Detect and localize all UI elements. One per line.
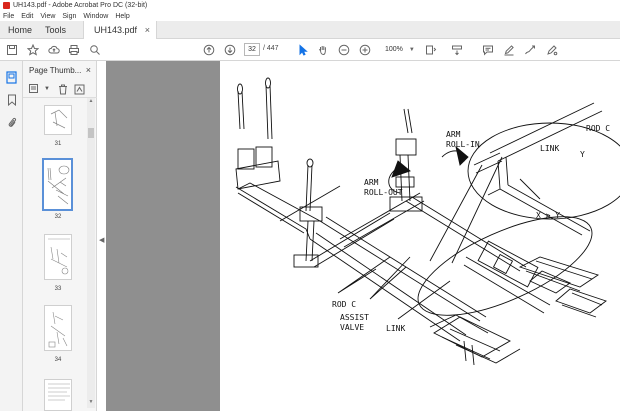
- page-thumbnails-panel: Page Thumb... × ▼ 31 32 33 34 ▲: [23, 61, 97, 411]
- page-total: / 447: [263, 45, 279, 52]
- menu-view[interactable]: View: [40, 12, 56, 20]
- scroll-down-icon[interactable]: ▼: [88, 399, 94, 405]
- bookmark-star-icon[interactable]: [26, 43, 40, 57]
- highlight-pen-icon[interactable]: [502, 43, 516, 57]
- label-rod-c-detail: ROD C: [586, 124, 610, 133]
- thumbnails-toolbar: ▼: [23, 80, 97, 98]
- delete-trash-icon[interactable]: [57, 83, 69, 95]
- bookmarks-icon[interactable]: [4, 92, 19, 107]
- thumbnail-page-31[interactable]: [44, 105, 72, 135]
- menu-help[interactable]: Help: [115, 12, 130, 20]
- window-title: UH143.pdf - Adobe Acrobat Pro DC (32-bit…: [13, 2, 148, 9]
- document-viewer[interactable]: ARM ROLL-IN ARM ROLL-OUT ROD C X Y LINK …: [106, 61, 620, 411]
- scroll-mode-icon[interactable]: [450, 43, 464, 57]
- thumbnail-label-31: 31: [54, 141, 62, 147]
- scroll-up-icon[interactable]: ▲: [88, 98, 94, 104]
- upload-cloud-icon[interactable]: [47, 43, 61, 57]
- zoom-select[interactable]: 100% ▼: [381, 43, 415, 56]
- attachments-paperclip-icon[interactable]: [4, 114, 19, 129]
- fill-sign-icon[interactable]: [545, 43, 559, 57]
- toolbar: 32 / 447 100% ▼: [0, 39, 620, 61]
- previous-page-icon[interactable]: [202, 43, 216, 57]
- label-x-greater-y: X > Y: [536, 211, 560, 220]
- draw-icon[interactable]: [523, 43, 537, 57]
- select-cursor-icon[interactable]: [296, 43, 310, 57]
- tab-document-label: UH143.pdf: [94, 25, 138, 35]
- thumbnail-label-33: 33: [54, 286, 62, 292]
- zoom-value: 100%: [385, 46, 403, 53]
- thumbnail-options-icon[interactable]: [29, 83, 41, 95]
- collapse-panel-icon[interactable]: ◀: [99, 237, 105, 244]
- thumbnail-page-32[interactable]: [42, 158, 73, 211]
- label-arm-roll-in-2: ROLL-IN: [446, 140, 480, 149]
- page-layout-icon[interactable]: [424, 43, 438, 57]
- acrobat-icon: [3, 2, 10, 9]
- thumbnails-header: Page Thumb... ×: [23, 61, 97, 80]
- zoom-in-icon[interactable]: [358, 43, 372, 57]
- thumbnail-page-35[interactable]: [44, 379, 72, 411]
- tab-document[interactable]: UH143.pdf ×: [83, 21, 157, 39]
- search-icon[interactable]: [88, 43, 102, 57]
- thumbnails-title: Page Thumb...: [29, 66, 82, 75]
- tab-tools[interactable]: Tools: [45, 25, 67, 35]
- thumbnail-label-34: 34: [54, 357, 62, 363]
- extract-pages-icon[interactable]: [73, 83, 85, 95]
- chevron-down-icon: ▼: [408, 46, 415, 53]
- scrollbar-thumb[interactable]: [88, 128, 94, 138]
- comment-icon[interactable]: [481, 43, 495, 57]
- page-thumbnails-icon[interactable]: [4, 70, 19, 85]
- label-y-detail: Y: [580, 150, 585, 159]
- menu-edit[interactable]: Edit: [21, 12, 34, 20]
- pdf-page: ARM ROLL-IN ARM ROLL-OUT ROD C X Y LINK …: [220, 61, 620, 411]
- label-assist-valve: ASSIST: [340, 313, 369, 322]
- save-icon[interactable]: [5, 43, 19, 57]
- page-number-input[interactable]: 32: [244, 43, 260, 56]
- menu-window[interactable]: Window: [83, 12, 109, 20]
- hand-tool-icon[interactable]: [316, 43, 330, 57]
- thumbnails-scrollbar[interactable]: ▲ ▼: [87, 98, 95, 408]
- thumbnail-label-32: 32: [54, 214, 62, 220]
- tab-bar: Home Tools UH143.pdf ×: [0, 21, 620, 39]
- label-arm-roll-in: ARM: [446, 130, 461, 139]
- label-arm-roll-out: ARM: [364, 178, 379, 187]
- menu-bar: File Edit View Sign Window Help: [0, 11, 620, 21]
- label-rod-c: ROD C: [332, 300, 356, 309]
- close-panel-icon[interactable]: ×: [85, 65, 91, 75]
- menu-file[interactable]: File: [3, 12, 15, 20]
- window-titlebar: UH143.pdf - Adobe Acrobat Pro DC (32-bit…: [0, 0, 620, 11]
- tab-home[interactable]: Home: [8, 25, 33, 35]
- label-link-detail: LINK: [540, 144, 559, 153]
- chevron-down-icon[interactable]: ▼: [44, 86, 50, 92]
- thumbnail-page-34[interactable]: [44, 305, 72, 351]
- left-navigation-rail: [0, 61, 23, 411]
- menu-sign[interactable]: Sign: [62, 12, 77, 20]
- label-link: LINK: [386, 324, 405, 333]
- label-assist-valve-2: VALVE: [340, 323, 364, 332]
- close-tab-icon[interactable]: ×: [144, 25, 150, 35]
- hydraulic-linkage-diagram: ARM ROLL-IN ARM ROLL-OUT ROD C X Y LINK …: [235, 77, 620, 366]
- next-page-icon[interactable]: [223, 43, 237, 57]
- zoom-out-icon[interactable]: [337, 43, 351, 57]
- print-icon[interactable]: [67, 43, 81, 57]
- thumbnail-page-33[interactable]: [44, 234, 72, 280]
- label-arm-roll-out-2: ROLL-OUT: [364, 188, 403, 197]
